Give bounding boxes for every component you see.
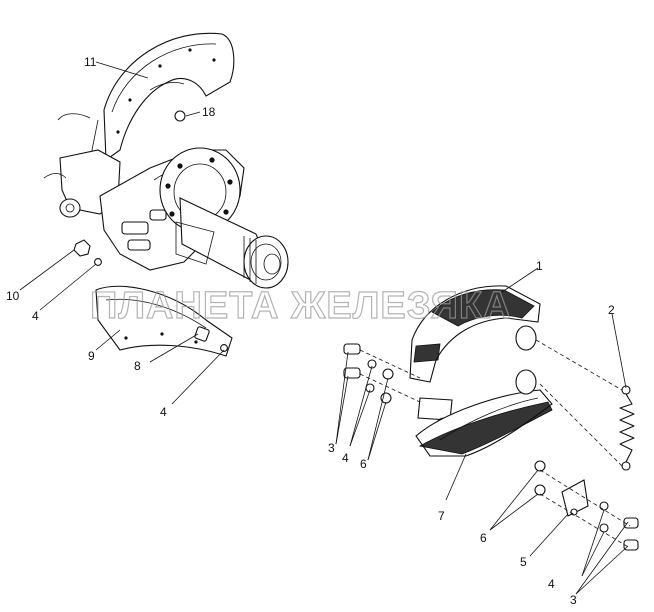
callout-3-left: 3 <box>328 441 335 455</box>
watermark-text: ПЛАНЕТА ЖЕЛЕЗЯКА <box>90 285 512 327</box>
callout-4-shoe: 4 <box>342 451 349 465</box>
callout-6-right: 6 <box>480 531 487 545</box>
shoe-hardware <box>343 343 639 551</box>
knuckle-housing <box>43 113 245 271</box>
callout-9: 9 <box>88 349 95 363</box>
callout-10: 10 <box>6 289 20 303</box>
callout-1: 1 <box>536 259 543 273</box>
callout-4-mid: 4 <box>160 405 167 419</box>
axle-spindle <box>179 197 289 289</box>
callout-3-right: 3 <box>570 593 577 607</box>
callout-4-right: 4 <box>548 577 555 591</box>
callout-2: 2 <box>608 303 615 317</box>
callout-11: 11 <box>84 55 97 69</box>
callout-6-left: 6 <box>360 457 367 471</box>
leader-lines <box>19 61 629 595</box>
callout-labels: 11 18 10 4 9 8 4 1 2 3 4 6 7 6 5 4 3 <box>6 55 615 607</box>
left-hardware <box>73 110 228 352</box>
callout-5: 5 <box>520 555 527 569</box>
callout-4-left: 4 <box>32 309 39 323</box>
brake-shoe-upper <box>409 285 541 443</box>
return-spring <box>619 385 635 471</box>
callout-7: 7 <box>438 509 445 523</box>
brake-shoe-lower <box>415 369 553 457</box>
callout-18: 18 <box>202 105 216 119</box>
callout-8: 8 <box>134 359 141 373</box>
assembly-axes <box>359 339 631 549</box>
